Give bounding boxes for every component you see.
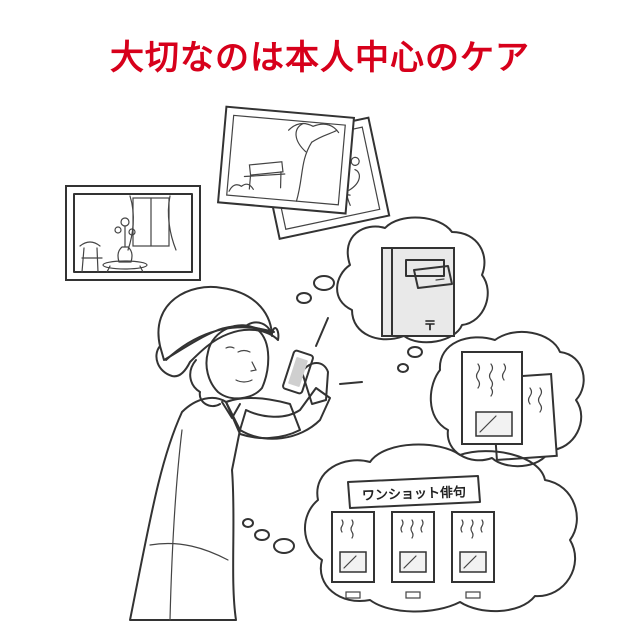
haiku-sign-label: ワンショット俳句: [362, 484, 467, 504]
postbox-bubble: 〒: [336, 216, 489, 344]
haiku-card-icon: [331, 511, 375, 599]
haiku-card-icon: [461, 351, 558, 462]
page-title: 大切なのは本人中心のケア: [110, 38, 530, 78]
photo-frame-icon: [65, 185, 201, 281]
haiku-exhibit-bubble: ワンショット俳句: [304, 443, 578, 613]
haiku-card-icon: [391, 511, 435, 599]
thought-bubble-icon: [242, 275, 423, 554]
haiku-bubble: [429, 330, 585, 468]
photo-frame-icon: [216, 105, 356, 215]
elderly-woman: [129, 286, 331, 621]
haiku-card-icon: [451, 511, 495, 599]
haiku-sign: ワンショット俳句: [347, 475, 481, 509]
postbox-mark: 〒: [423, 319, 436, 334]
smartphone-icon: [282, 349, 314, 395]
postbox-icon: 〒: [381, 247, 455, 337]
